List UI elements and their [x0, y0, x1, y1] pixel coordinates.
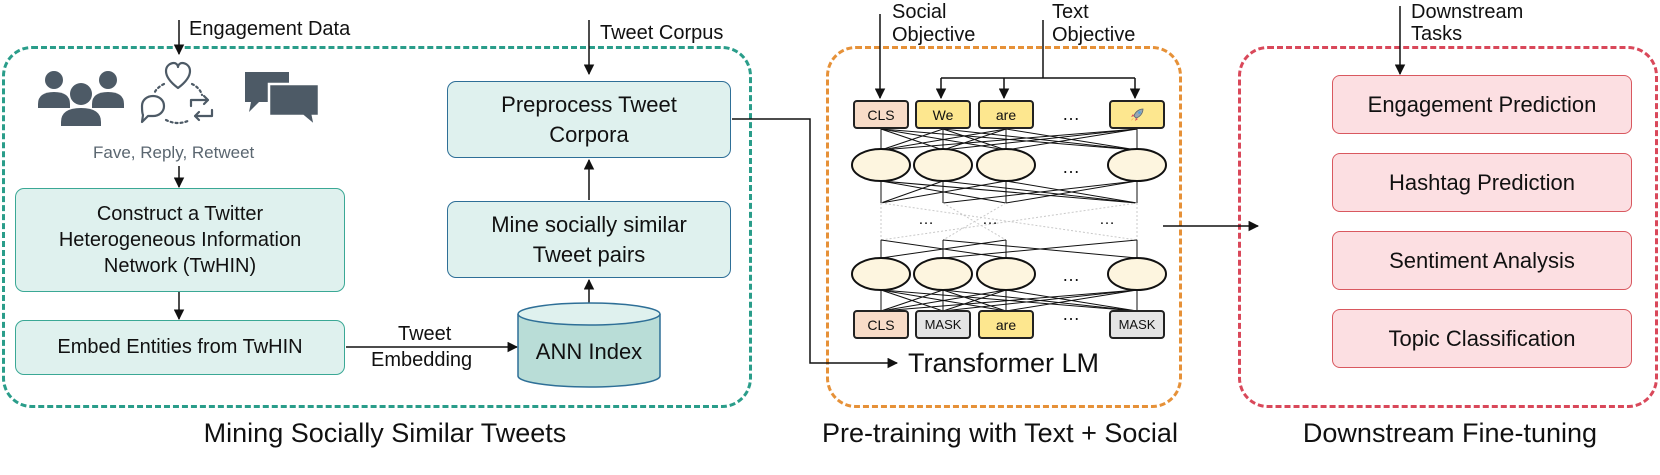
- embed-entities-text: Embed Entities from TwHIN: [57, 336, 303, 358]
- bottom-token-ellipsis: …: [1062, 304, 1080, 324]
- text-objective-label-2: Objective: [1052, 24, 1136, 46]
- embed-entities-box: Embed Entities from TwHIN: [15, 320, 345, 375]
- top-token-are: are: [978, 100, 1034, 129]
- bottom-token-mask-1: MASK: [915, 310, 971, 339]
- retweet-icon: [189, 94, 214, 122]
- pretraining-section-title: Pre-training with Text + Social: [822, 418, 1178, 448]
- task-hashtag-prediction: Hashtag Prediction: [1332, 153, 1632, 212]
- rocket-icon: [1131, 108, 1144, 121]
- mining-section-box: [2, 46, 752, 408]
- bottom-node-1: [851, 257, 911, 291]
- task-engagement-prediction: Engagement Prediction: [1332, 75, 1632, 134]
- chat-bubbles-icon: [245, 72, 321, 128]
- tweet-corpus-label: Tweet Corpus: [600, 22, 724, 44]
- text-objective-label-1: Text: [1052, 1, 1089, 23]
- bottom-token-mask-2: MASK: [1109, 310, 1165, 339]
- task-sentiment-analysis: Sentiment Analysis: [1332, 231, 1632, 290]
- top-token-we: We: [915, 100, 971, 129]
- middle-ellipsis-2: …: [982, 211, 998, 228]
- preprocess-text: Preprocess Tweet Corpora: [501, 91, 677, 147]
- preprocess-to-transformer-arrow: [732, 118, 899, 369]
- downstream-tasks-label-2: Tasks: [1411, 23, 1463, 45]
- bottom-node-ellipsis: …: [1062, 265, 1080, 285]
- bottom-token-are: are: [978, 310, 1034, 339]
- top-node-3: [976, 148, 1036, 182]
- fave-reply-retweet-icon: [140, 61, 214, 125]
- bottom-node-3: [976, 257, 1036, 291]
- social-objective-label-2: Objective: [892, 24, 976, 46]
- engagement-caption: Fave, Reply, Retweet: [93, 143, 255, 162]
- preprocess-box: Preprocess Tweet Corpora: [447, 81, 731, 158]
- bottom-node-4: [1107, 257, 1167, 291]
- bottom-node-upper-links: [880, 239, 1138, 259]
- social-objective-label-1: Social: [892, 1, 947, 23]
- tweet-embedding-label-2: Embedding: [371, 349, 473, 371]
- downstream-section-title: Downstream Fine-tuning: [1302, 418, 1598, 448]
- downstream-tasks-label-1: Downstream: [1411, 1, 1524, 23]
- top-node-2: [913, 148, 973, 182]
- middle-faint-links: [880, 202, 1138, 241]
- pretraining-section-box: [826, 46, 1182, 408]
- mine-pairs-text: Mine socially similar Tweet pairs: [491, 211, 687, 267]
- top-node-links: [880, 180, 1138, 204]
- ann-index-label: ANN Index: [535, 339, 643, 364]
- bottom-token-links: [880, 289, 1138, 312]
- tweet-embedding-label-1: Tweet: [398, 323, 452, 345]
- bottom-node-2: [913, 257, 973, 291]
- task-topic-classification: Topic Classification: [1332, 309, 1632, 368]
- construct-twhin-box: Construct a Twitter Heterogeneous Inform…: [15, 188, 345, 292]
- top-token-ellipsis: …: [1062, 104, 1080, 124]
- middle-ellipsis-3: …: [1099, 211, 1115, 228]
- bottom-token-cls: CLS: [853, 310, 909, 339]
- ann-index-cylinder: [517, 302, 661, 388]
- mining-section-title: Mining Socially Similar Tweets: [203, 418, 567, 448]
- top-token-links: [880, 128, 1138, 151]
- downstream-section-box: [1238, 46, 1658, 408]
- top-node-1: [851, 148, 911, 182]
- top-token-rocket: [1109, 100, 1165, 129]
- users-group-icon: [38, 71, 124, 126]
- transformer-network: [880, 128, 1138, 312]
- top-token-cls: CLS: [853, 100, 909, 129]
- top-node-4: [1107, 148, 1167, 182]
- transformer-lm-label: Transformer LM: [908, 348, 1100, 378]
- top-node-ellipsis: …: [1062, 157, 1080, 177]
- construct-twhin-text: Construct a Twitter Heterogeneous Inform…: [58, 203, 302, 277]
- engagement-data-label: Engagement Data: [189, 18, 351, 40]
- heart-icon: [164, 61, 192, 90]
- middle-ellipsis-1: …: [918, 211, 934, 228]
- transformer-nodes: [851, 148, 1167, 291]
- mine-pairs-box: Mine socially similar Tweet pairs: [447, 201, 731, 278]
- reply-icon: [140, 94, 166, 124]
